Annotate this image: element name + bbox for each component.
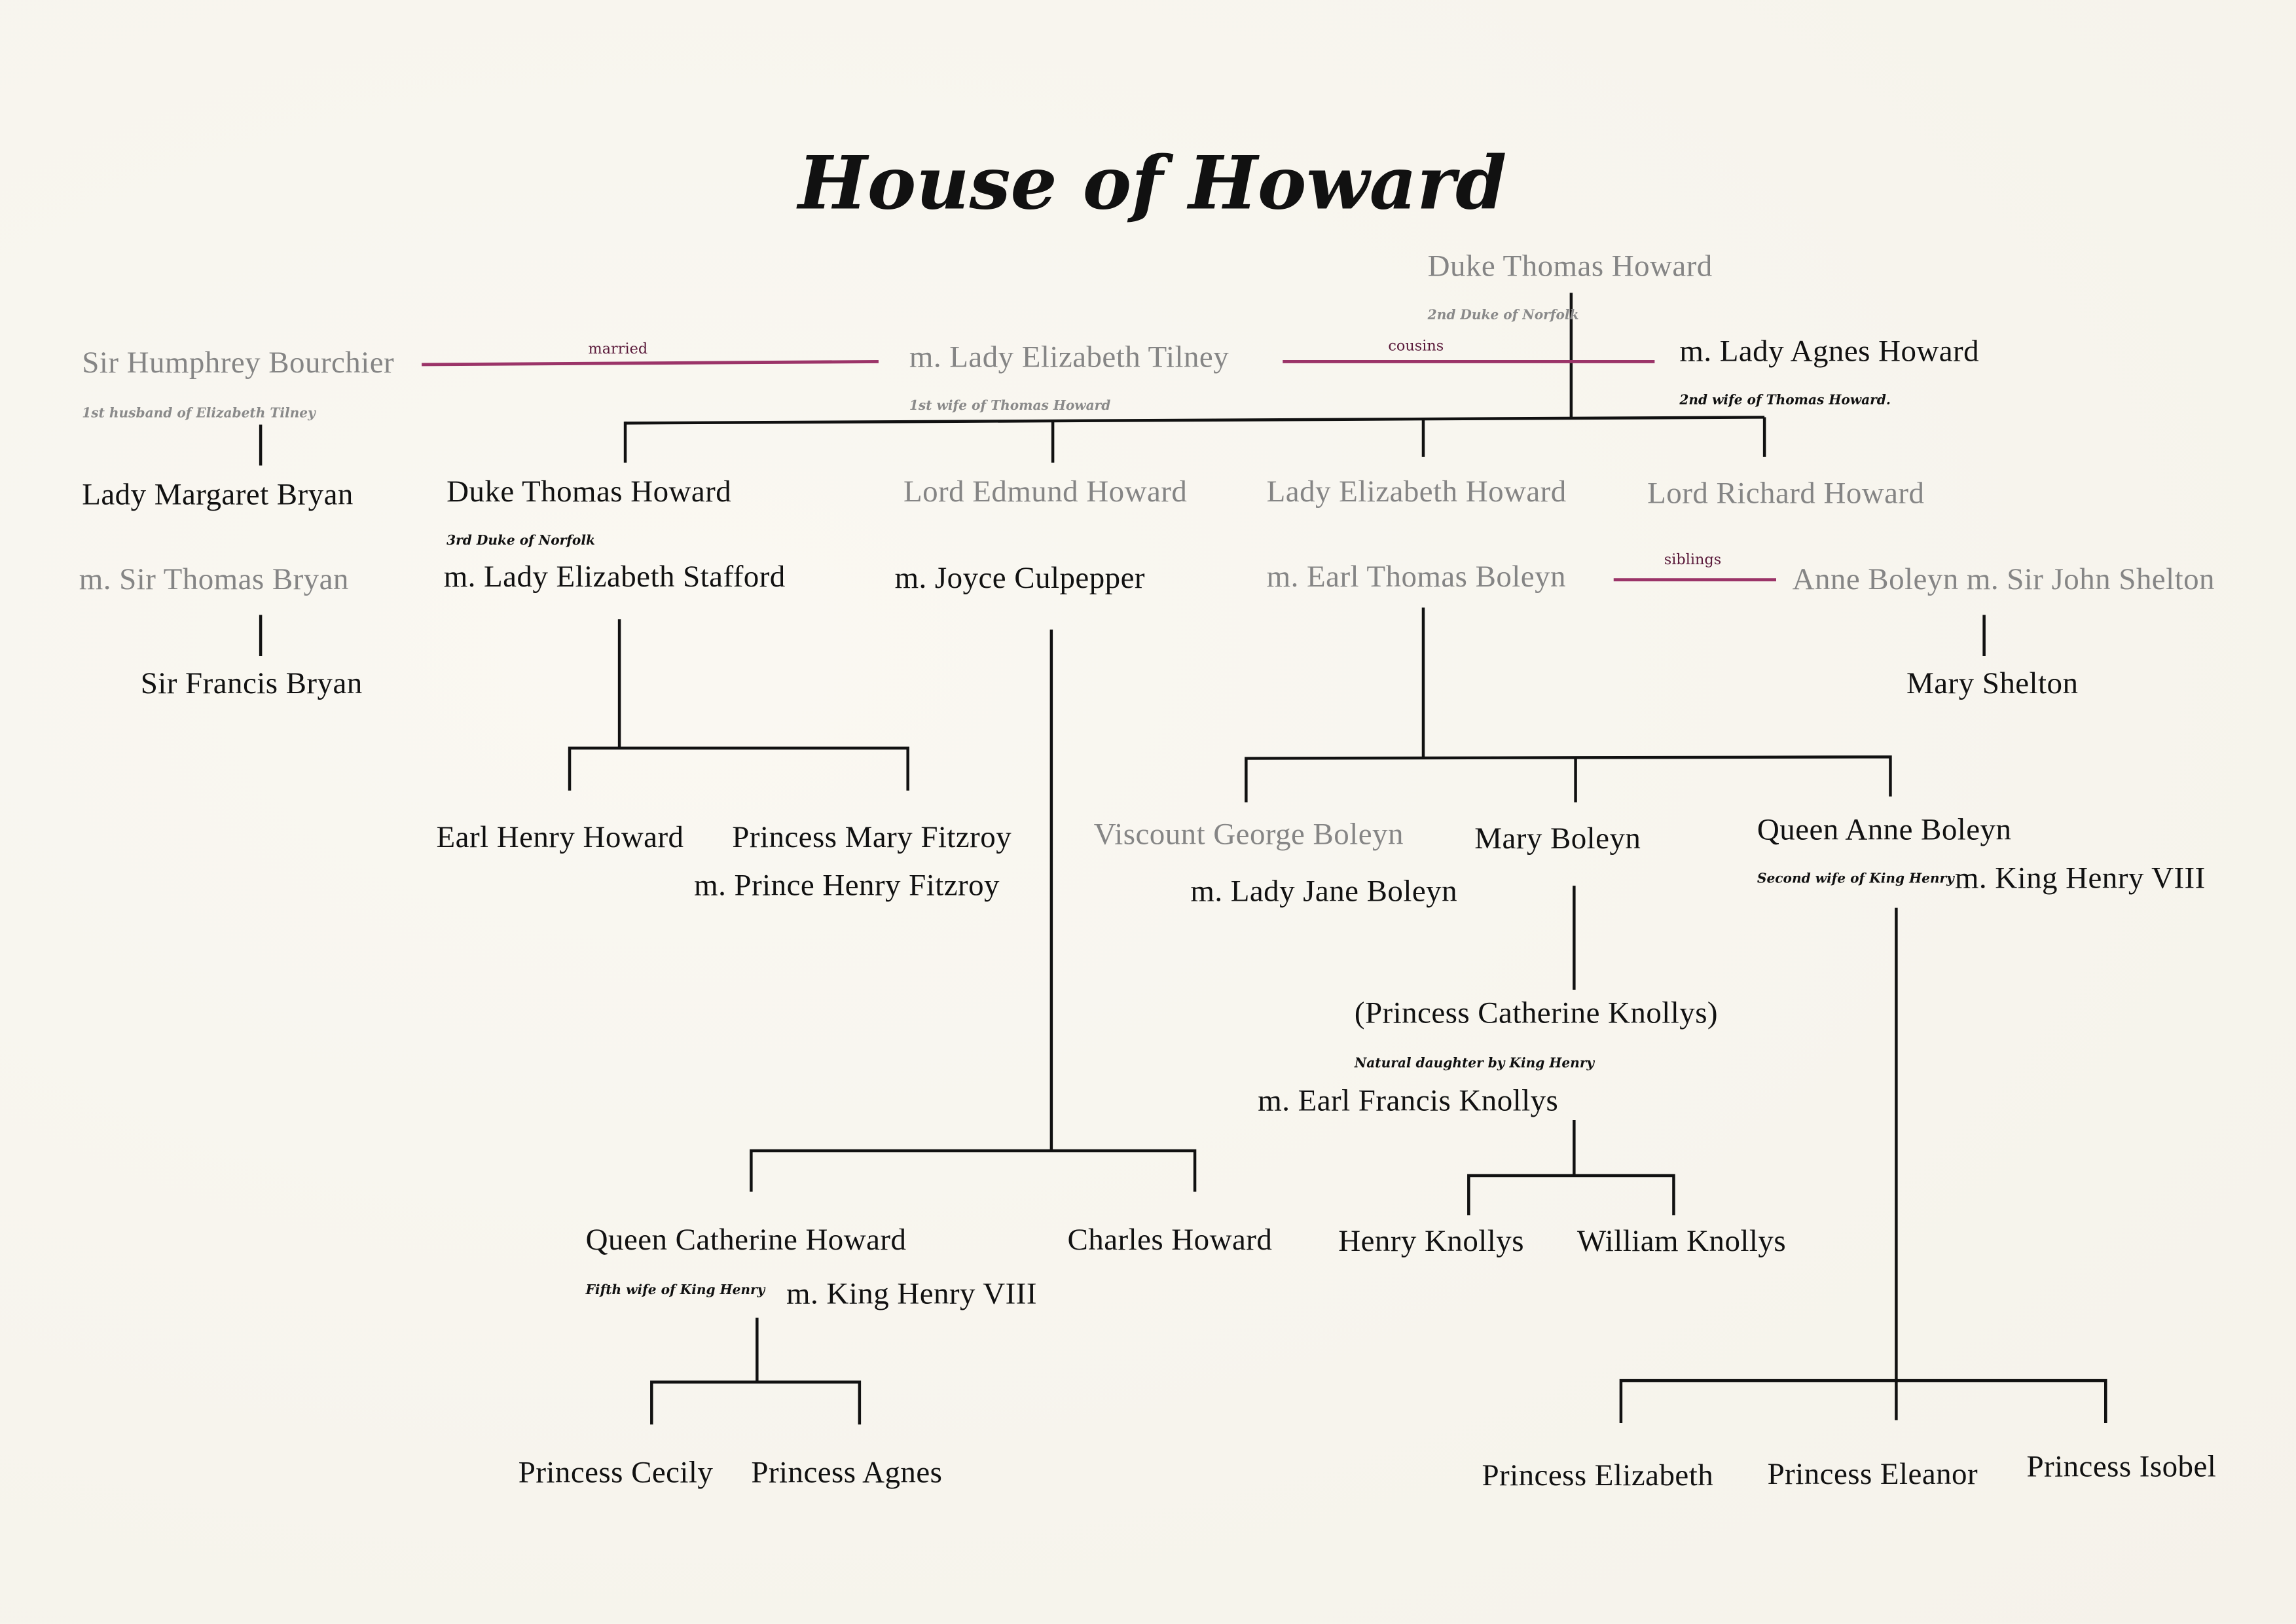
person-note: Second wife of King Henry [1757,873,1954,888]
relation-label: cousins [1388,338,1444,355]
connector [1467,1174,1675,1216]
person: Queen Anne Boleyn [1757,812,2012,847]
connector [568,746,909,791]
person-note: 2nd wife of Thomas Howard. [1679,393,1891,409]
connector [750,1149,1197,1192]
person: Henry Knollys [1338,1223,1524,1259]
person: Sir Francis Bryan [140,665,363,701]
person: Mary Boleyn [1474,820,1641,856]
person-note: 2nd Duke of Norfolk [1427,308,1579,324]
person: Princess Eleanor [1767,1456,1978,1491]
person: Princess Isobel [2026,1449,2217,1484]
person: m. Lady Agnes Howard [1679,333,1980,369]
connector [1619,1379,2107,1423]
person: m. King Henry VIII [786,1276,1037,1311]
person: m. Earl Francis Knollys [1258,1082,1559,1118]
person: Lord Richard Howard [1647,475,1925,511]
person: Queen Catherine Howard [585,1221,907,1257]
person: Earl Henry Howard [436,819,684,855]
person: Princess Mary Fitzroy [732,819,1012,855]
person: m. Earl Thomas Boleyn [1266,558,1566,594]
relation-label: married [588,342,648,358]
relation-label: siblings [1664,552,1722,569]
person: Duke Thomas Howard [446,473,732,509]
person: (Princess Catherine Knollys) [1354,994,1719,1030]
connector [650,1380,862,1425]
person: m. Lady Jane Boleyn [1190,873,1458,909]
person: m. King Henry VIII [1954,860,2206,895]
person-note: 1st wife of Thomas Howard [909,399,1111,414]
person-note: 3rd Duke of Norfolk [446,534,595,549]
person: Lady Elizabeth Howard [1266,473,1567,509]
person-note: 1st husband of Elizabeth Tilney [82,406,316,422]
person: Charles Howard [1067,1221,1273,1257]
person: Mary Shelton [1906,665,2079,701]
married-line [422,359,879,367]
person: Sir Humphrey Bourchier [82,344,395,380]
person: m. Joyce Culpepper [894,560,1145,596]
person: Lady Margaret Bryan [82,477,354,512]
person: Princess Cecily [518,1454,714,1490]
person: William Knollys [1576,1223,1787,1259]
person: Duke Thomas Howard [1427,248,1713,283]
person: Princess Elizabeth [1482,1457,1714,1493]
person: m. Sir Thomas Bryan [79,561,349,597]
person: Anne Boleyn m. Sir John Shelton [1792,561,2215,597]
person-note: Natural daughter by King Henry [1354,1056,1595,1072]
connector [625,416,1765,425]
person: m. Prince Henry Fitzroy [694,867,1000,903]
person: m. Lady Elizabeth Tilney [909,338,1230,374]
person: Viscount George Boleyn [1093,816,1404,852]
connector [1245,755,1892,803]
person: Princess Agnes [751,1454,943,1490]
page-title: House of Howard [798,139,1507,226]
person-note: Fifth wife of King Henry [585,1284,765,1299]
person: m. Lady Elizabeth Stafford [443,558,786,594]
person: Lord Edmund Howard [903,473,1188,509]
